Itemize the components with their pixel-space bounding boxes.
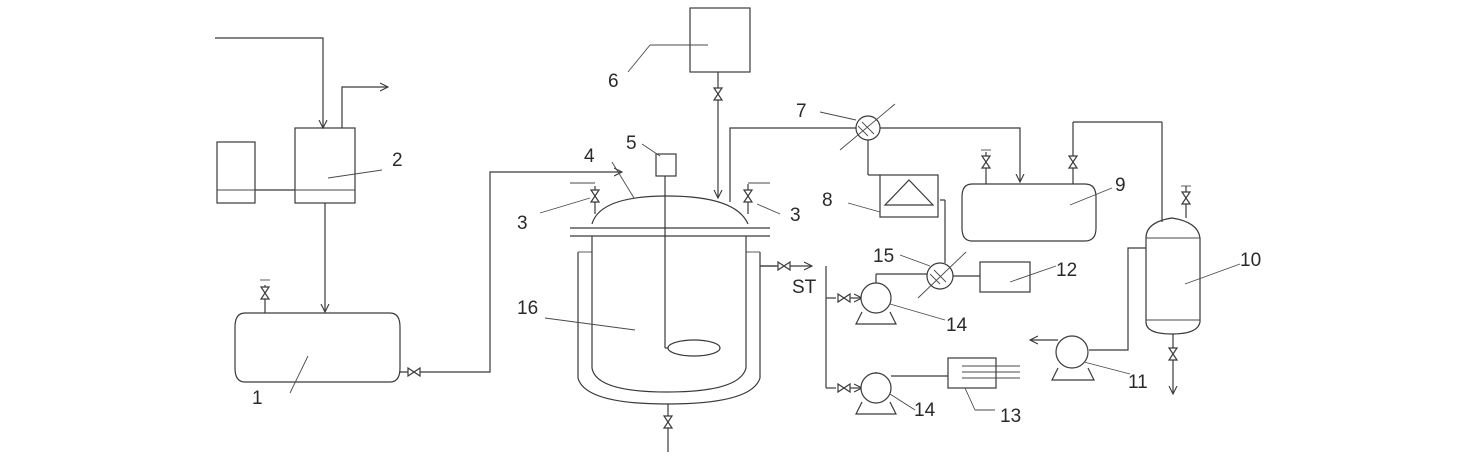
side-vessel [216, 141, 295, 204]
label-14-lower: 14 [914, 400, 936, 421]
label-8: 8 [822, 190, 833, 211]
valve-icon[interactable] [1068, 155, 1078, 169]
label-16: 16 [517, 298, 538, 319]
top-valve-right [743, 182, 781, 215]
centrifugal-pump-icon [860, 372, 892, 404]
valve-icon[interactable] [837, 293, 851, 303]
valve-icon[interactable] [837, 383, 851, 393]
feed-inlet-line [215, 37, 323, 128]
pump-14-lower [837, 372, 948, 415]
label-9: 9 [1115, 175, 1126, 196]
valve-icon[interactable] [1168, 347, 1178, 361]
reactor-16 [544, 176, 770, 452]
vapor-line [729, 127, 1020, 202]
valve-icon[interactable] [1181, 191, 1191, 205]
vessel-10 [1089, 185, 1241, 394]
label-15: 15 [873, 246, 894, 267]
label-5: 5 [626, 133, 637, 154]
vent-line [341, 87, 388, 128]
valve-icon[interactable] [743, 189, 753, 203]
tank-13 [947, 357, 1020, 411]
tank-2 [294, 127, 383, 204]
label-7: 7 [796, 101, 807, 122]
tank-6 [627, 7, 751, 198]
condenser-7 [819, 103, 896, 175]
label-3-left: 3 [517, 213, 528, 234]
centrifugal-pump-icon [860, 282, 892, 314]
tank-9 [961, 121, 1163, 242]
pump-14-upper [837, 273, 946, 325]
label-14-upper: 14 [946, 315, 968, 336]
tank-1 [234, 279, 401, 394]
valve-icon[interactable] [260, 286, 270, 300]
top-valve-left [539, 182, 600, 214]
separator-8 [847, 174, 946, 218]
pump-11 [1030, 335, 1131, 381]
centrifugal-pump-icon [1055, 335, 1089, 369]
motor-5 [641, 143, 677, 177]
valve-icon[interactable] [407, 367, 421, 377]
label-3-right: 3 [790, 205, 801, 226]
label-6: 6 [608, 71, 619, 92]
label-st: ST [792, 277, 817, 298]
label-13: 13 [1000, 406, 1021, 427]
heat-exchanger-15 [899, 217, 980, 299]
valve-icon[interactable] [590, 189, 600, 203]
label-11: 11 [1128, 372, 1148, 393]
label-12: 12 [1056, 260, 1077, 281]
valve-icon[interactable] [777, 261, 791, 271]
label-10: 10 [1240, 250, 1261, 271]
label-1: 1 [252, 388, 263, 409]
valve-icon[interactable] [713, 87, 723, 101]
st-line [760, 261, 836, 389]
tank-12 [979, 261, 1057, 293]
label-2: 2 [392, 150, 403, 171]
valve-icon[interactable] [981, 155, 991, 169]
valve-icon[interactable] [663, 415, 673, 429]
line-1-to-reactor [400, 172, 622, 377]
label-4: 4 [584, 146, 595, 167]
inlet-4 [611, 161, 635, 199]
